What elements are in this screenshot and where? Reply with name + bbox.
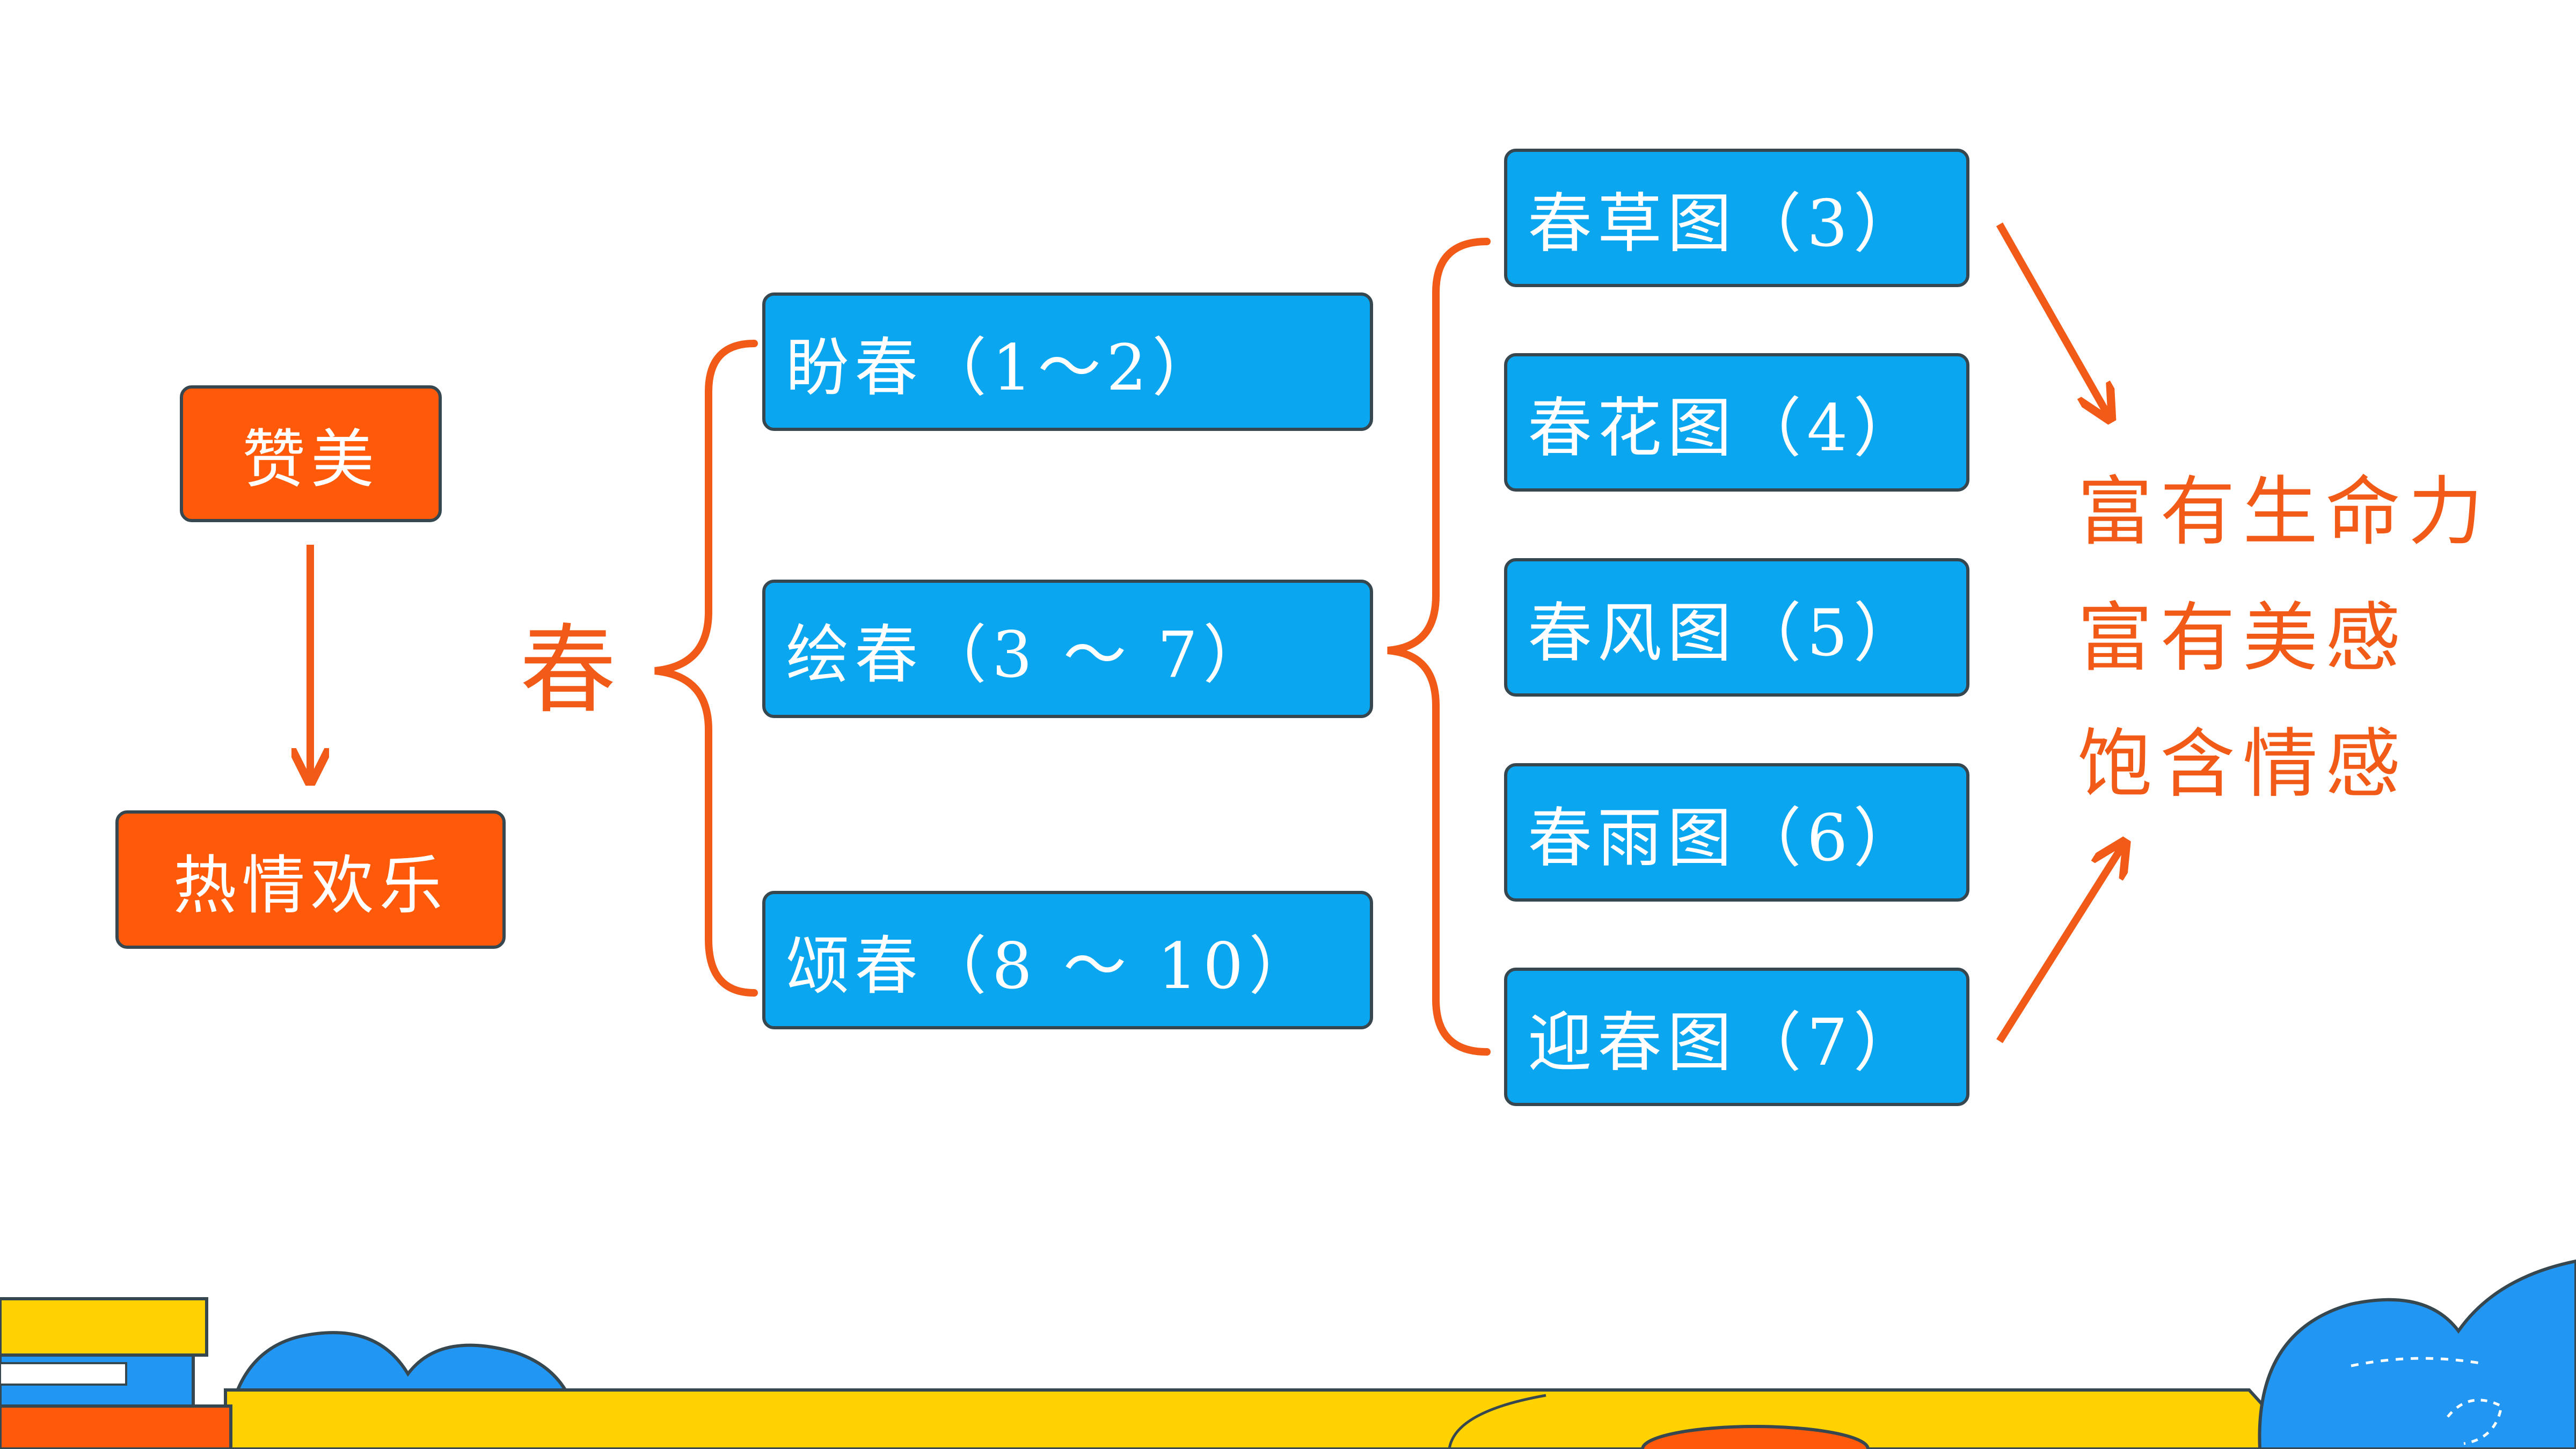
- brace-pictures: [1387, 238, 1491, 1056]
- picture-box-5: 迎春图（7）: [1504, 968, 1969, 1106]
- section-label: 盼春（1～2）: [786, 330, 1221, 405]
- picture-label: 迎春图（7）: [1528, 1006, 1923, 1080]
- result-vitality: 富有生命力: [2077, 469, 2491, 556]
- picture-label: 春风图（5）: [1528, 596, 1923, 671]
- brace-sections: [654, 340, 758, 997]
- arrow-down-right: [1996, 222, 2108, 416]
- arrow-up-right: [1996, 845, 2123, 1043]
- picture-box-4: 春雨图（6）: [1504, 763, 1969, 902]
- praise-label: 赞美: [242, 422, 380, 496]
- bottom-decoration: [0, 1259, 2576, 1449]
- picture-box-1: 春草图（3）: [1504, 149, 1969, 287]
- result-emotion: 饱含情感: [2077, 721, 2409, 808]
- section-box-2: 绘春（3 ～ 7）: [762, 580, 1373, 718]
- section-box-1: 盼春（1～2）: [762, 292, 1373, 431]
- passion-box: 热情欢乐: [115, 810, 506, 949]
- picture-box-2: 春花图（4）: [1504, 353, 1969, 492]
- section-label: 绘春（3 ～ 7）: [786, 617, 1272, 692]
- passion-label: 热情欢乐: [173, 848, 448, 923]
- picture-label: 春雨图（6）: [1528, 801, 1923, 876]
- result-beauty: 富有美感: [2077, 595, 2409, 682]
- picture-label: 春花图（4）: [1528, 391, 1923, 466]
- spring-character: 春: [520, 614, 617, 727]
- section-label: 颂春（8 ～ 10）: [786, 928, 1318, 1003]
- picture-label: 春草图（3）: [1528, 187, 1923, 261]
- praise-box: 赞美: [180, 385, 442, 522]
- picture-box-3: 春风图（5）: [1504, 558, 1969, 697]
- section-box-3: 颂春（8 ～ 10）: [762, 891, 1373, 1029]
